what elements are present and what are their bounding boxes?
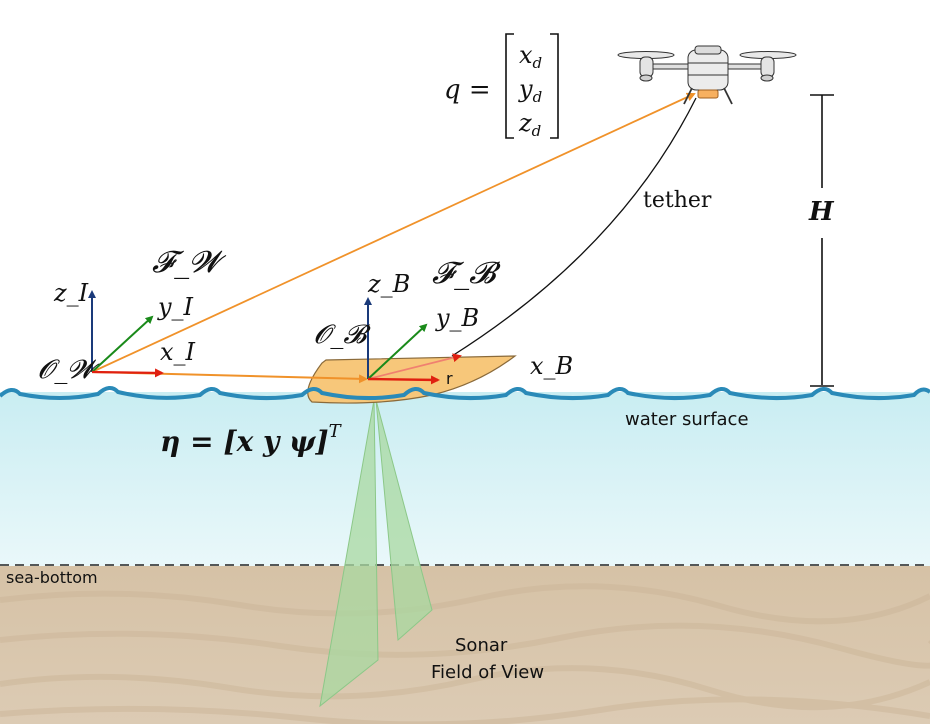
state-zd: zd — [518, 109, 541, 140]
body-frame-label: 𝓕_𝓑 — [432, 256, 501, 291]
water-surface-wave — [0, 386, 930, 401]
state-xd: xd — [519, 41, 542, 72]
world-x-axis — [91, 368, 164, 378]
water-body — [0, 392, 930, 568]
body-z-label: z_B — [367, 270, 410, 298]
tether-label: tether — [643, 188, 712, 213]
world-y-label: y_I — [157, 293, 194, 321]
sonar-label-line1: Sonar — [455, 635, 508, 656]
offset-r-label: r — [446, 369, 453, 388]
water-surface-label: water surface — [625, 409, 749, 430]
body-y-axis — [367, 323, 428, 380]
vector-offset-r — [367, 353, 462, 380]
body-x-label: x_B — [530, 352, 573, 380]
body-y-label: y_B — [435, 304, 479, 332]
height-marker — [810, 94, 834, 387]
world-frame-label: 𝓕_𝓦 — [152, 245, 227, 280]
world-origin-label: 𝓞_𝓦 — [38, 355, 100, 385]
body-origin-label: 𝓞_𝓑 — [314, 320, 371, 350]
vector-world-to-drone — [91, 92, 696, 373]
body-x-axis — [367, 375, 440, 385]
sea-bottom-label: sea-bottom — [6, 568, 98, 587]
drone-state-entries: xd yd zd — [518, 41, 542, 140]
drone-state-matrix — [505, 33, 559, 139]
world-y-axis — [91, 315, 154, 373]
state-yd: yd — [518, 75, 542, 106]
tether-cable — [451, 97, 697, 357]
sonar-cones — [319, 399, 433, 708]
height-label: H — [808, 197, 835, 227]
sonar-label-line2: Field of View — [431, 662, 544, 683]
drone-state-lhs: q = — [444, 75, 491, 105]
drone-icon — [617, 45, 797, 105]
world-x-label: x_I — [160, 338, 196, 366]
pose-equation: η = [x y ψ]T — [160, 421, 343, 458]
world-z-label: z_I — [53, 279, 89, 307]
